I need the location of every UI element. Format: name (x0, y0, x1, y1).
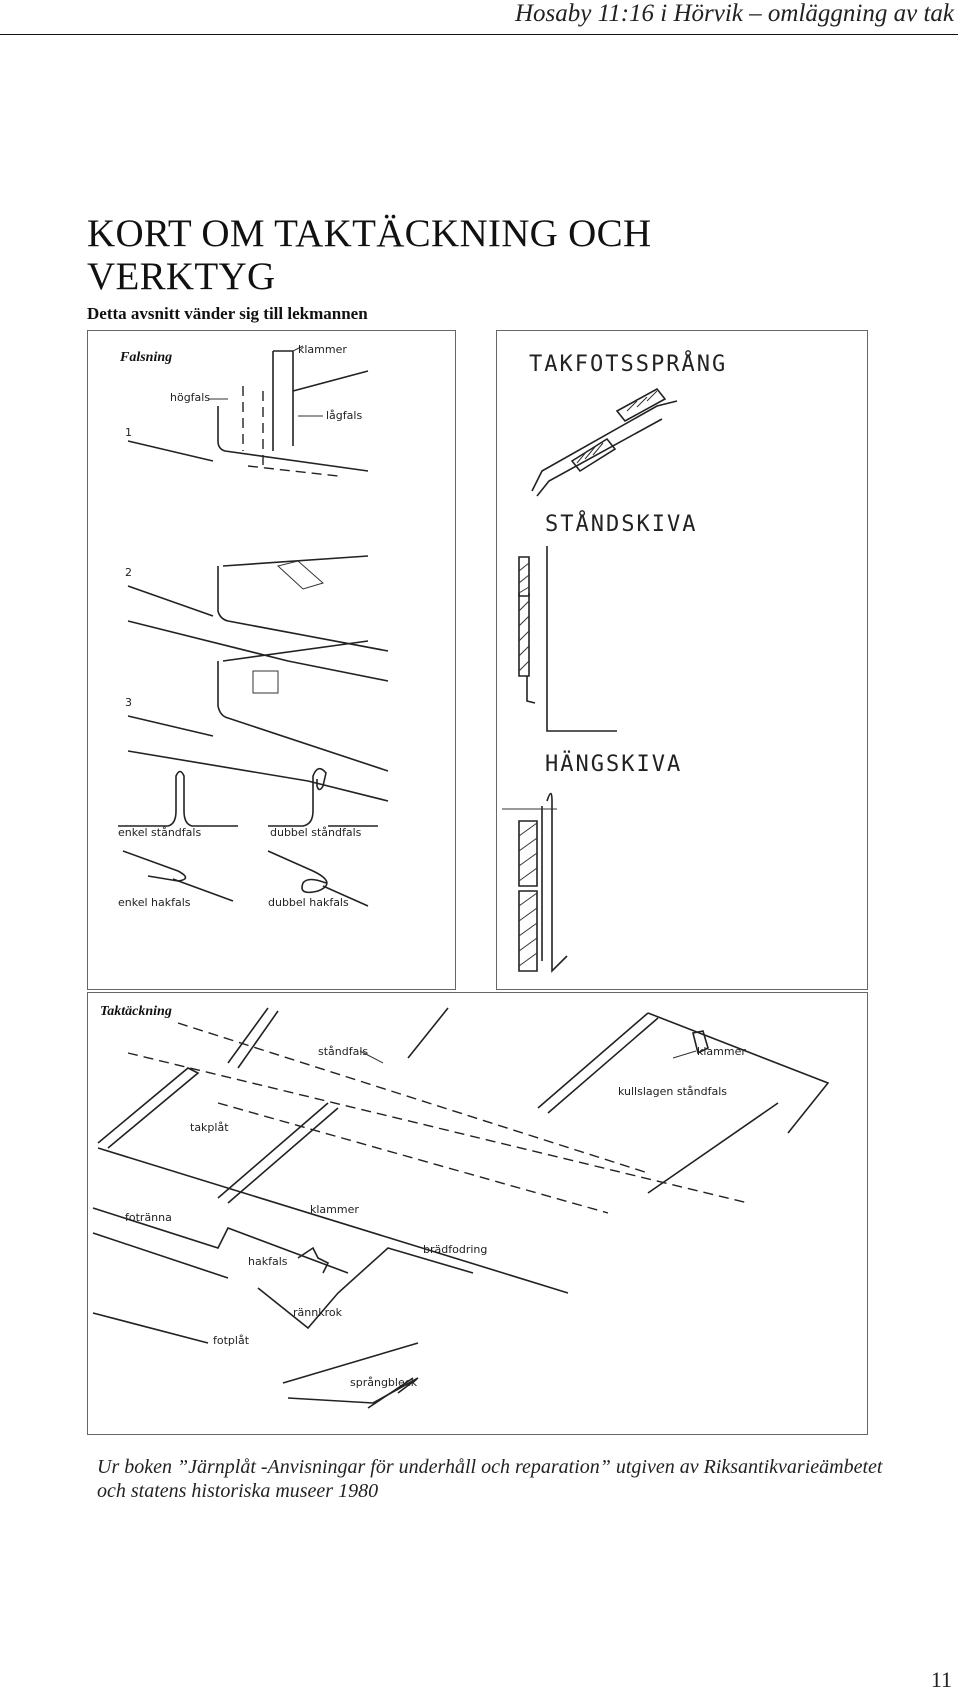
label-lagfals: lågfals (326, 409, 362, 422)
caption-line-2: och statens historiska museer 1980 (97, 1480, 379, 1502)
label-fotranna: fotränna (125, 1211, 172, 1224)
label-standfals: ståndfals (318, 1045, 368, 1058)
caption-line-1: Ur boken ”Järnplåt -Anvisningar för unde… (97, 1456, 883, 1478)
label-klammer-mid: klammer (310, 1203, 359, 1216)
figure-sketch: TAKFOTSSPRÅNG STÅNDSKIVA HÄNGSKIVA (496, 330, 868, 990)
label-enkel-hakfals: enkel hakfals (118, 896, 191, 909)
label-klammer: klammer (298, 343, 347, 356)
label-dubbel-standfals: dubbel ståndfals (270, 826, 362, 839)
header-title: Hosaby 11:16 i Hörvik – omläggning av ta… (514, 0, 954, 27)
label-standskiva: STÅNDSKIVA (545, 510, 697, 537)
taktackning-heading: Taktäckning (100, 1004, 172, 1019)
header-rule (0, 34, 958, 35)
label-takplat: takplåt (190, 1121, 229, 1134)
label-hakfals: hakfals (248, 1255, 288, 1268)
label-step2: 2 (125, 566, 132, 579)
sketch-drawing: TAKFOTSSPRÅNG STÅNDSKIVA HÄNGSKIVA (502, 350, 727, 973)
falsning-heading: Falsning (119, 350, 172, 365)
article-subtitle: Detta avsnitt vänder sig till lekmannen (87, 304, 368, 323)
article-title: KORT OM TAKTÄCKNING OCH VERKTYG (87, 212, 652, 298)
figure-caption: Ur boken ”Järnplåt -Anvisningar för unde… (97, 1455, 917, 1503)
label-klammer-top: klammer (697, 1045, 746, 1058)
label-dubbel-hakfals: dubbel hakfals (268, 896, 349, 909)
label-kullslagen-standfals: kullslagen ståndfals (618, 1085, 727, 1098)
falsning-drawing: Falsning klammer högfals lågfals 1 2 3 e… (118, 343, 389, 909)
label-sprangbleck: språngbleck (350, 1376, 418, 1389)
label-step3: 3 (125, 696, 132, 709)
label-rannkrok: rännkrok (293, 1306, 343, 1319)
taktackning-drawing: Taktäckning ståndfals klammer kullslagen… (92, 1004, 830, 1409)
figure-falsning: Falsning klammer högfals lågfals 1 2 3 e… (87, 330, 456, 990)
figure-taktackning: Taktäckning ståndfals klammer kullslagen… (87, 992, 868, 1435)
page-number: 11 (930, 1667, 952, 1692)
label-hogfals: högfals (170, 391, 210, 404)
label-bradfodring: brädfodring (423, 1243, 487, 1256)
label-step1: 1 (125, 426, 132, 439)
label-enkel-standfals: enkel ståndfals (118, 826, 201, 839)
label-hangskiva: HÄNGSKIVA (545, 751, 682, 777)
label-fotplat: fotplåt (213, 1334, 250, 1347)
label-takfotssprang: TAKFOTSSPRÅNG (529, 350, 727, 377)
